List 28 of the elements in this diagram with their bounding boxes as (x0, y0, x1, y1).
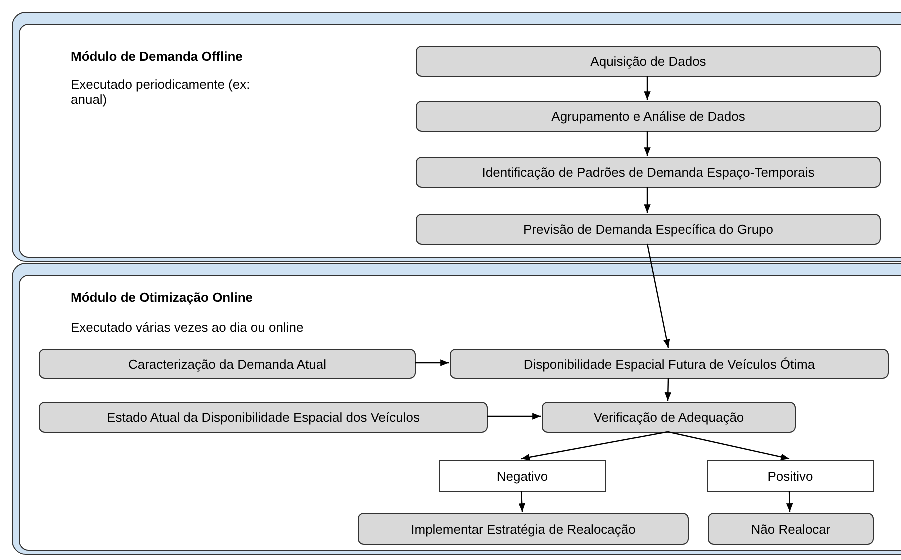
process-box: Não Realocar (708, 513, 874, 545)
process-box: Identificação de Padrões de Demanda Espaço-Temporais (416, 157, 881, 188)
arrow (644, 187, 651, 213)
process-box: Agrupamento e Análise de Dados (416, 101, 881, 132)
process-box: Verificação de Adequação (542, 402, 796, 433)
arrow (664, 378, 672, 402)
process-box: Disponibilidade Espacial Futura de Veículos Ótima (450, 349, 889, 379)
module-title: Módulo de Otimização Online (71, 290, 254, 305)
arrow (786, 490, 794, 512)
module-panel (12, 263, 901, 555)
process-box: Implementar Estratégia de Realocação (358, 513, 689, 545)
outcome-box: Positivo (707, 460, 874, 492)
arrow (487, 413, 541, 420)
process-box: Aquisição de Dados (416, 46, 881, 77)
arrow (521, 431, 668, 461)
arrow (644, 76, 651, 100)
module-note: Executado várias vezes ao dia ou online (71, 320, 305, 335)
process-box: Estado Atual da Disponibilidade Espacial dos Veículos (39, 402, 488, 433)
outcome-box: Negativo (439, 460, 606, 492)
module-title: Módulo de Demanda Offline (71, 49, 243, 64)
arrow (518, 490, 526, 512)
process-box: Caracterização da Demanda Atual (39, 349, 416, 379)
arrow (668, 431, 790, 460)
process-box: Previsão de Demanda Específica do Grupo (416, 214, 881, 245)
module-note: Executado periodicamente (ex: anual) (71, 77, 251, 107)
module-panel (12, 12, 901, 262)
arrow (415, 360, 449, 366)
arrow (644, 131, 651, 156)
